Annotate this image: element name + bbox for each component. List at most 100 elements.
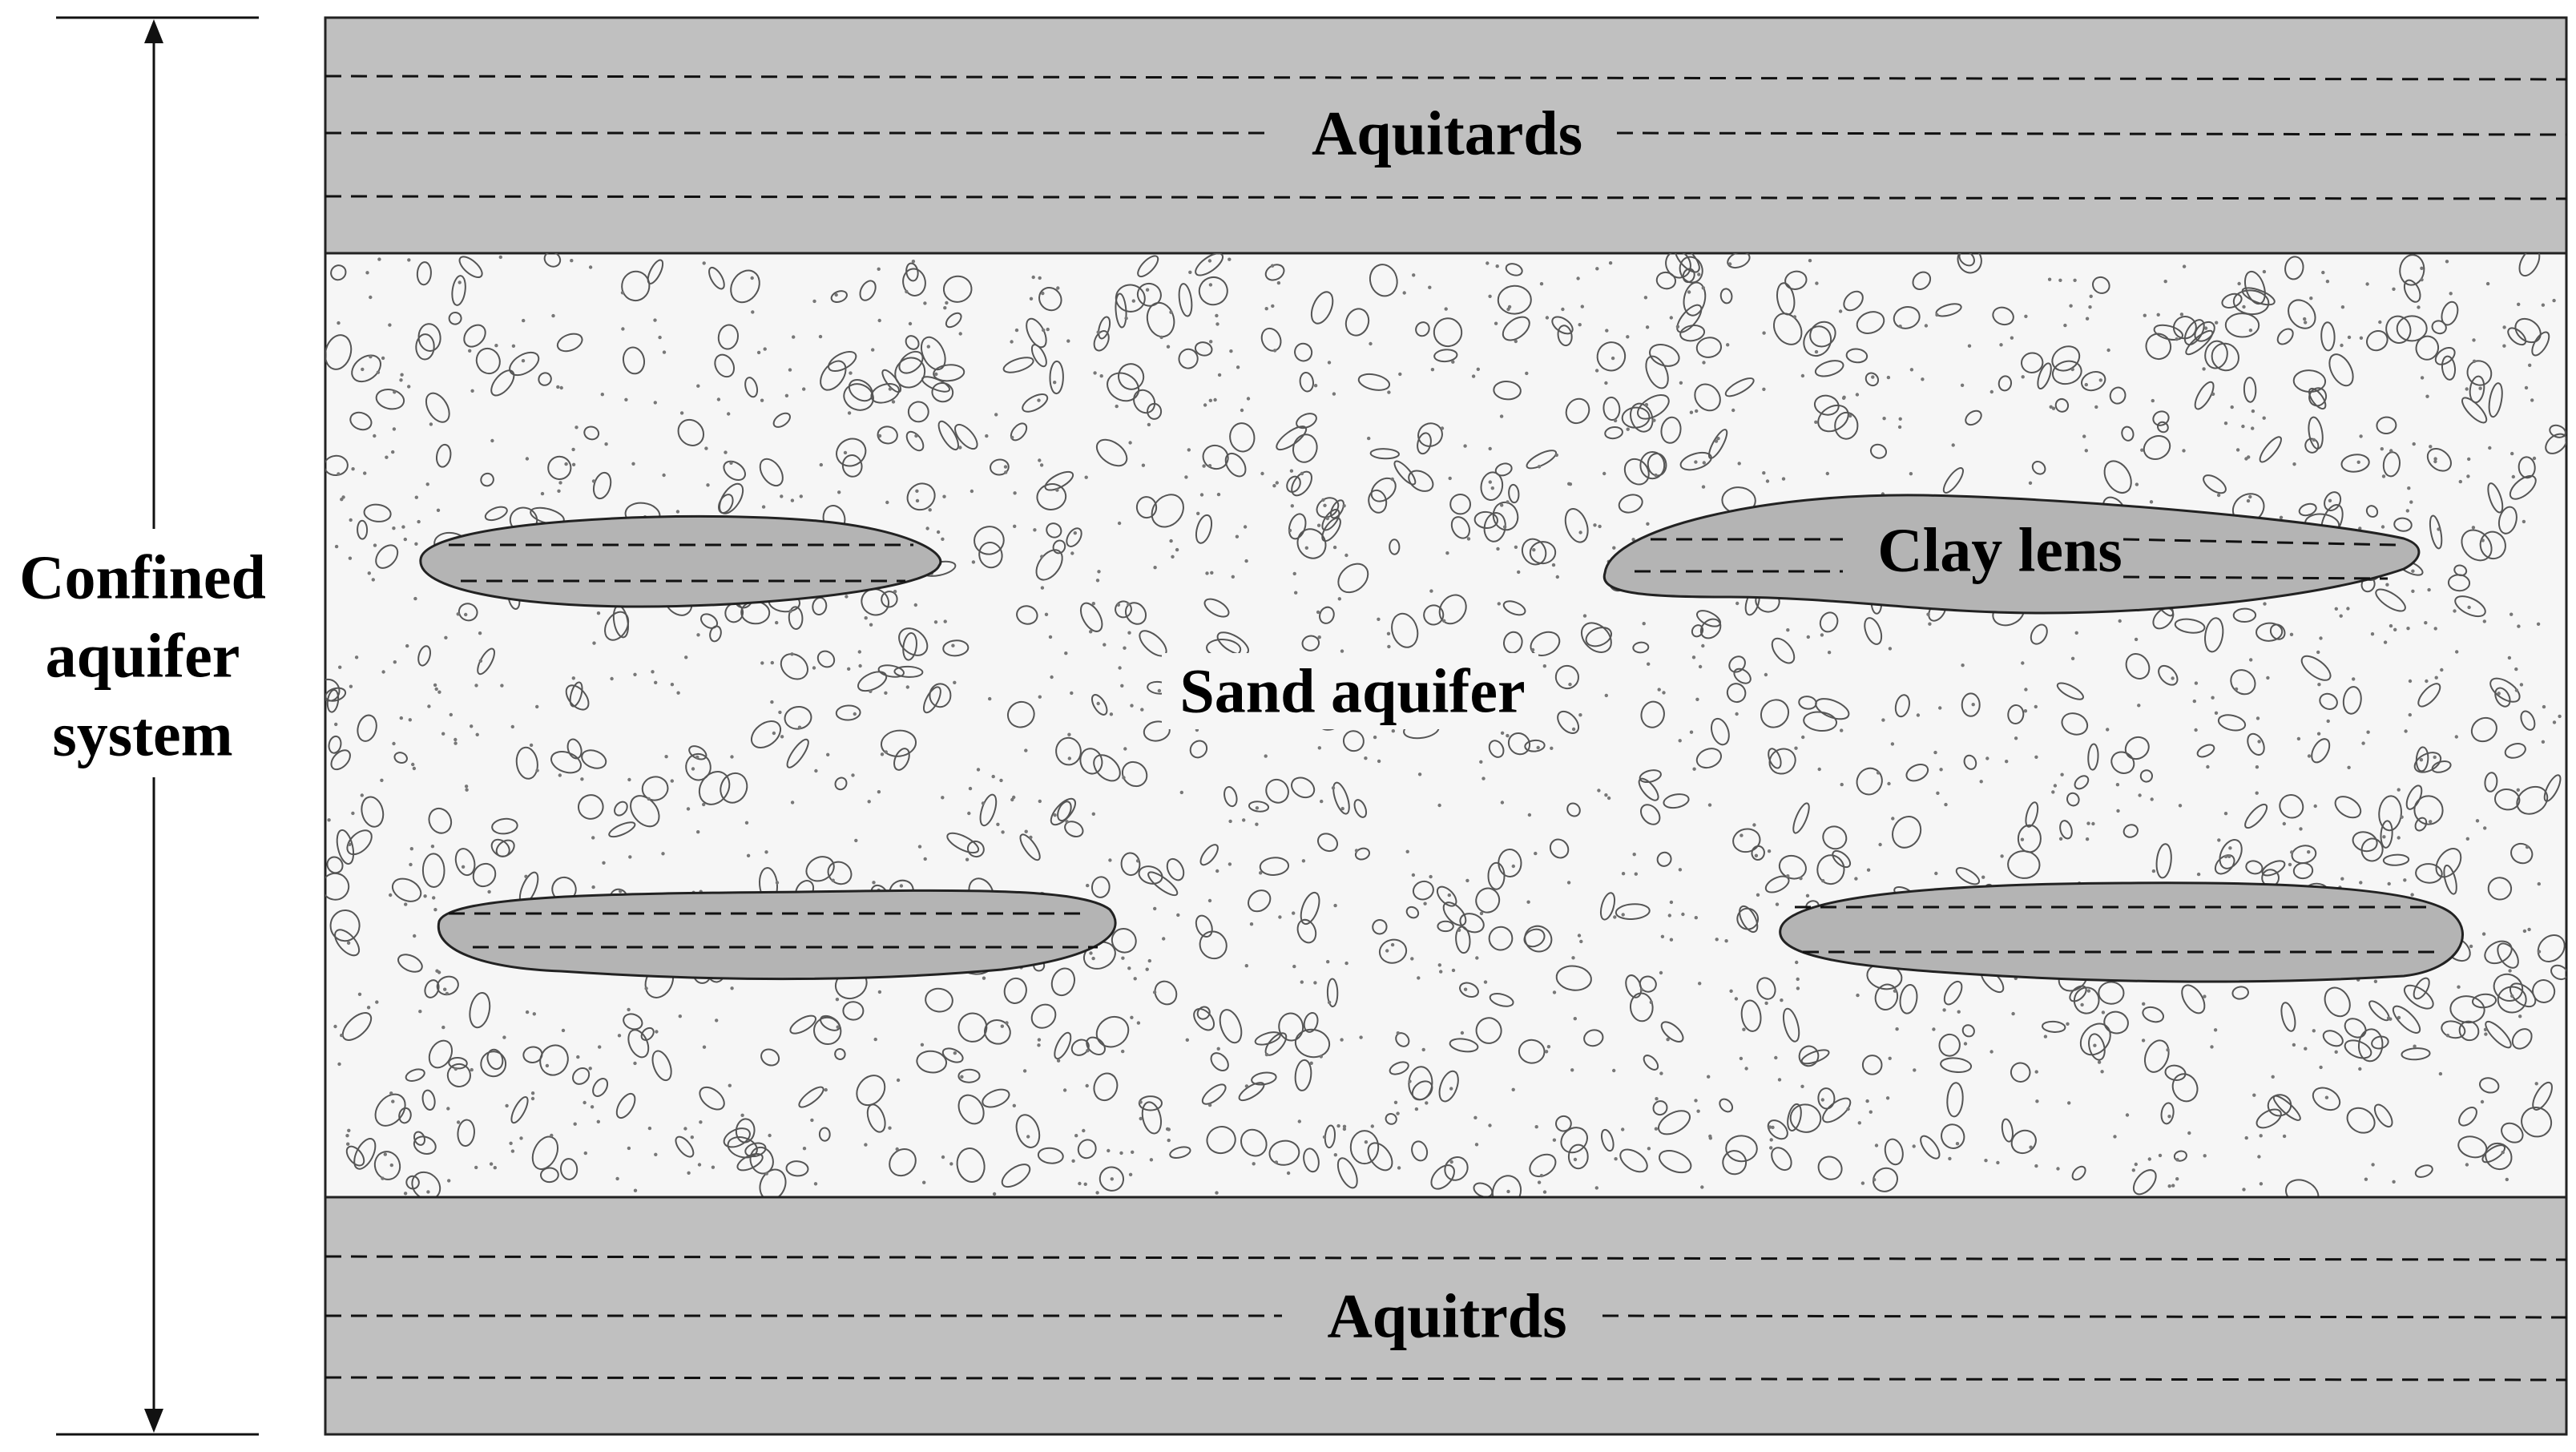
sand-dot [958, 332, 962, 336]
sand-dot [2203, 994, 2207, 998]
sand-dot [2259, 1182, 2264, 1186]
sand-grain [2485, 1020, 2512, 1049]
sand-dot [953, 1051, 957, 1055]
sand-dot [2175, 1158, 2179, 1162]
sand-grain [454, 848, 476, 877]
sand-dot [1647, 662, 1651, 666]
sand-grain [2173, 1150, 2187, 1162]
sand-dot [519, 1136, 523, 1140]
sand-dot [1701, 286, 1705, 290]
sand-dot [2410, 893, 2414, 897]
sand-dot [1724, 939, 1728, 943]
sand-dot [760, 398, 764, 402]
sand-dot [1786, 628, 1790, 632]
sand-dot [1066, 339, 1070, 343]
sand-dot [661, 852, 665, 856]
sand-dot [1771, 1125, 1775, 1130]
sand-grain [1049, 360, 1064, 395]
sand-dot [1070, 551, 1074, 555]
sand-dot [2167, 1115, 2171, 1119]
sand-dot [2481, 538, 2485, 542]
sand-dot [2282, 821, 2286, 826]
sand-dot [651, 670, 655, 674]
sand-dot [1544, 1050, 1549, 1054]
sand-dot [2303, 317, 2307, 321]
sand-grain [2160, 1102, 2175, 1125]
sand-grain [1391, 612, 1419, 648]
sand-dot [1552, 1138, 1557, 1142]
sand-dot [2299, 827, 2303, 831]
sand-dot [1246, 397, 1251, 401]
sand-dot [2257, 1155, 2261, 1159]
sand-grain [578, 794, 604, 820]
sand-grain [907, 401, 929, 423]
sand-grain [931, 381, 954, 403]
sand-dot [1881, 718, 1885, 722]
sand-dot [2296, 736, 2301, 741]
sand-dot [988, 696, 992, 701]
sand-dot [1539, 282, 1544, 286]
sand-dot [1215, 1191, 1219, 1195]
sand-grain [1070, 1039, 1090, 1056]
sand-dot [2324, 1095, 2329, 1099]
sand-dot [2266, 676, 2270, 680]
sand-dot [1578, 323, 1582, 327]
sand-dot [670, 779, 674, 783]
sand-dot [1571, 956, 1575, 960]
sand-dot [1288, 528, 1292, 533]
sand-dot [2356, 460, 2360, 464]
sand-dot [923, 301, 927, 305]
sand-grain [1602, 396, 1621, 421]
sand-grain [651, 1050, 672, 1082]
sand-dot [530, 1091, 535, 1095]
sand-grain [2478, 1077, 2500, 1094]
sand-dot [381, 670, 385, 674]
sand-grain [1330, 499, 1344, 519]
sand-dot [1041, 291, 1045, 296]
sand-dot [1175, 547, 1179, 552]
sand-dot [628, 855, 632, 859]
sand-dot [1196, 511, 1200, 515]
sand-grain [630, 795, 660, 828]
sand-grain [2110, 751, 2135, 774]
sand-dot [662, 350, 667, 354]
sand-dot [2084, 449, 2088, 453]
sand-dot [2178, 804, 2183, 808]
sand-dot [1888, 1056, 1892, 1061]
sand-grain [2181, 984, 2206, 1014]
sand-grain [1767, 1119, 1788, 1140]
sand-grain [2098, 981, 2125, 1005]
sand-dot [864, 1143, 868, 1147]
sand-dot [2304, 321, 2308, 325]
sand-grain [1488, 926, 1514, 951]
sand-grain [2392, 1005, 2421, 1034]
sand-dot [1579, 939, 1583, 944]
system-label-line-1: Confined [19, 542, 266, 612]
sand-dot [2467, 457, 2471, 462]
sand-dot [2485, 281, 2490, 286]
sand-grain [2396, 315, 2428, 342]
sand-dot [1662, 691, 1666, 695]
sand-dot [2507, 655, 2512, 660]
sand-dot [683, 1127, 687, 1131]
sand-dot [2312, 1029, 2316, 1033]
sand-dot [780, 735, 784, 739]
sand-dot [2413, 1044, 2417, 1048]
sand-dot [2397, 836, 2401, 840]
sand-dot [1696, 1109, 1700, 1113]
sand-grain [1291, 776, 1316, 799]
sand-dot [1827, 651, 1832, 655]
sand-dot [1694, 1099, 1698, 1103]
sand-grain [641, 776, 669, 801]
sand-dot [2262, 416, 2266, 420]
sand-dot [2255, 791, 2259, 795]
sand-dot [2457, 985, 2461, 989]
sand-dot [2471, 526, 2476, 530]
sand-dot [740, 1113, 744, 1118]
sand-dot [1022, 1069, 1027, 1073]
sand-grain [2031, 461, 2046, 475]
sand-dot [2478, 386, 2482, 390]
sand-grain [2081, 371, 2106, 392]
sand-dot [2167, 1184, 2171, 1188]
sand-dot [365, 271, 369, 275]
